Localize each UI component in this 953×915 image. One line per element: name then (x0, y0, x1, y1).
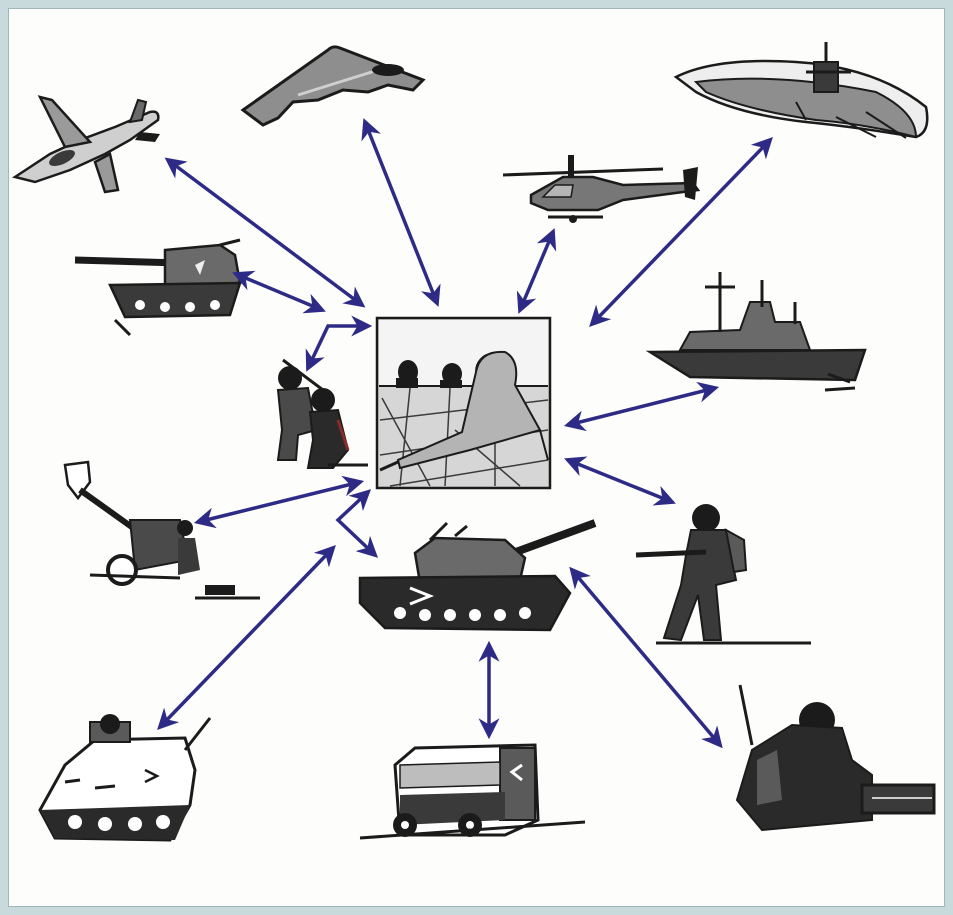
arrow-infantry-soldier (564, 456, 676, 506)
arrow-kneeling-soldiers (305, 315, 373, 372)
kneeling-soldiers-icon (276, 358, 368, 469)
arrow-submarine (589, 136, 773, 328)
arrow-armored-personnel-carrier (157, 544, 336, 731)
military-truck-icon (359, 743, 586, 840)
arrow-stealth-bomber (361, 118, 441, 307)
warship-icon (645, 272, 867, 392)
radio-operator-icon (735, 684, 936, 832)
arrow-self-propelled-howitzer (232, 270, 326, 314)
arrow-towed-artillery (193, 475, 365, 529)
towed-artillery-icon (63, 460, 260, 600)
self-propelled-howitzer-icon (74, 238, 242, 337)
attack-helicopter-icon (502, 155, 701, 223)
submarine-icon (673, 42, 929, 139)
stealth-bomber-icon (240, 45, 426, 127)
arrow-attack-helicopter (516, 228, 557, 314)
infantry-soldier-icon (635, 504, 811, 645)
arrow-warship (563, 381, 720, 432)
fighter-jet-icon (11, 95, 160, 194)
arrow-fighter-jet (164, 157, 366, 308)
command-post-icon (375, 316, 552, 490)
main-battle-tank-icon (358, 519, 597, 632)
link-arrows (157, 118, 773, 749)
arrow-main-battle-tank (335, 489, 379, 558)
arrow-radio-operator (569, 566, 723, 749)
armored-personnel-carrier-icon (38, 714, 212, 842)
